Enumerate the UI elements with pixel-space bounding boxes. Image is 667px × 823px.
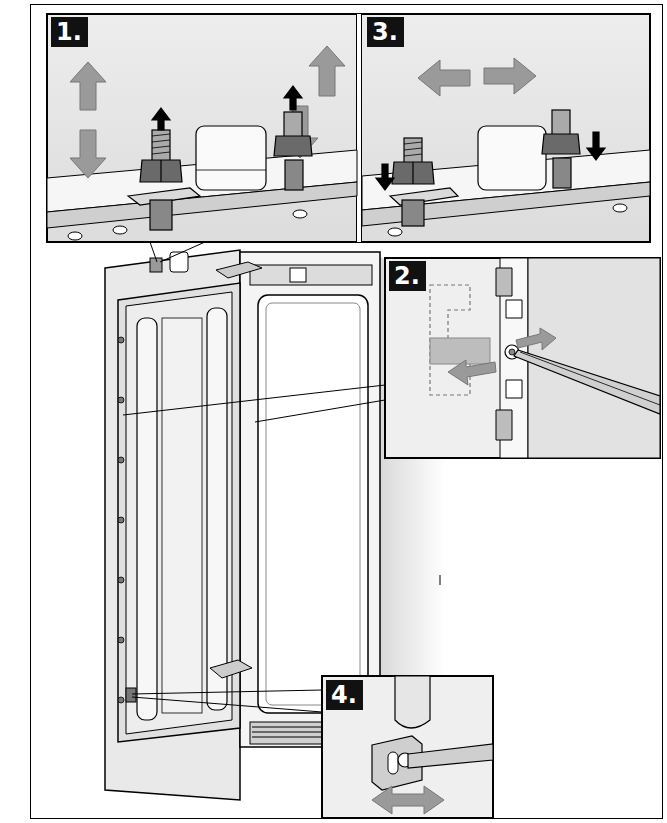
detail-panel	[322, 676, 493, 818]
detail-panel	[385, 258, 660, 458]
step-number: 4.	[326, 680, 363, 710]
leader-line	[123, 242, 385, 712]
step-number: 3.	[367, 17, 404, 47]
step-number: 1.	[51, 17, 88, 47]
step-number: 2.	[389, 261, 426, 291]
detail-panel	[47, 14, 650, 242]
frame	[31, 5, 663, 819]
